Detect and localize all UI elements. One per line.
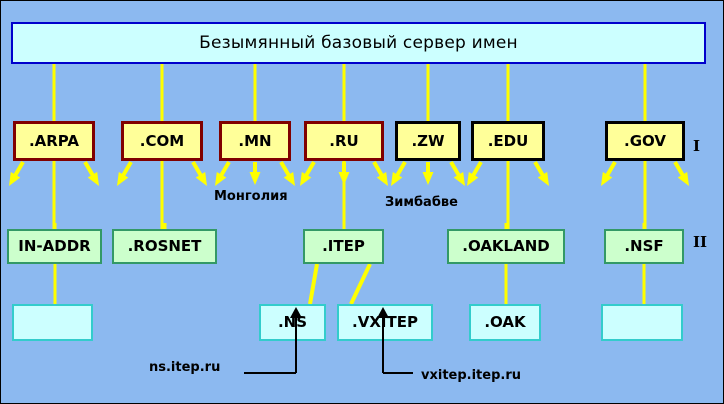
domain-box-label: .ROSNET [127,237,202,255]
host-box-label: .VXITEP [352,313,418,331]
host-box-oak[interactable]: .OAK [469,304,541,341]
annotation-ns-itep-ru: ns.itep.ru [149,360,221,375]
caption-caption-0: Монголия [214,189,288,204]
domain-box-label: .ITEP [322,237,365,255]
host-box-label: .NS [277,313,308,331]
tld-box-ru[interactable]: .RU [304,121,384,161]
domain-box-itep[interactable]: .ITEP [303,229,384,264]
host-box-empty-0[interactable] [12,304,93,341]
tier-label-i: I [693,137,701,155]
domain-box-oakland[interactable]: .OAKLAND [447,229,565,264]
annotation-vxitep-itep-ru: vxitep.itep.ru [421,368,521,383]
domain-box-label: IN-ADDR [18,237,91,255]
tld-box-label: .MN [238,131,272,150]
domain-box-label: .OAKLAND [462,237,550,255]
tld-box-label: .GOV [624,131,666,150]
host-box-empty-4[interactable] [601,304,683,341]
host-box-vxitep[interactable]: .VXITEP [337,304,433,341]
caption-caption-1: Зимбабве [385,195,458,210]
root-name-server-label: Безымянный базовый сервер имен [199,32,518,53]
host-box-label: .OAK [484,313,526,331]
tld-box-label: .RU [329,131,359,150]
tld-box-label: .COM [139,131,185,150]
domain-box-nsf[interactable]: .NSF [604,229,684,264]
host-box-ns[interactable]: .NS [259,304,326,341]
root-name-server-box[interactable]: Безымянный базовый сервер имен [11,22,706,64]
domain-box-in-addr[interactable]: IN-ADDR [7,229,102,264]
tld-box-label: .ZW [411,131,445,150]
domain-box-rosnet[interactable]: .ROSNET [112,229,217,264]
tld-box-arpa[interactable]: .ARPA [13,121,95,161]
tld-box-edu[interactable]: .EDU [471,121,545,161]
tld-box-mn[interactable]: .MN [219,121,291,161]
tld-box-gov[interactable]: .GOV [605,121,685,161]
tld-box-zw[interactable]: .ZW [395,121,461,161]
tld-box-com[interactable]: .COM [121,121,203,161]
tier-label-ii: II [693,233,708,251]
domain-box-label: .NSF [624,237,664,255]
tld-box-label: .EDU [487,131,529,150]
tld-box-label: .ARPA [28,131,80,150]
